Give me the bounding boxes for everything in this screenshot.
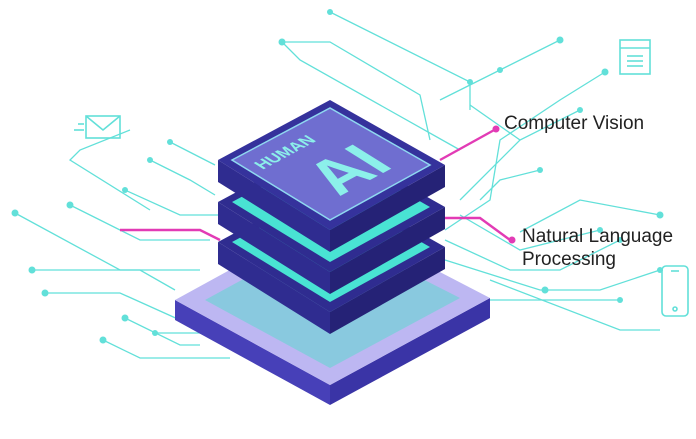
computer-vision-label: Computer Vision — [504, 113, 645, 134]
document-icon — [619, 39, 651, 75]
nlp-label-line2: Processing — [522, 249, 616, 270]
chip-layer-top: HUMAN AI — [218, 100, 445, 252]
pink-connectors — [120, 125, 516, 244]
nlp-label-line1: Natural Language — [522, 226, 674, 247]
smartphone-icon — [661, 265, 689, 317]
envelope-icon — [74, 115, 121, 139]
